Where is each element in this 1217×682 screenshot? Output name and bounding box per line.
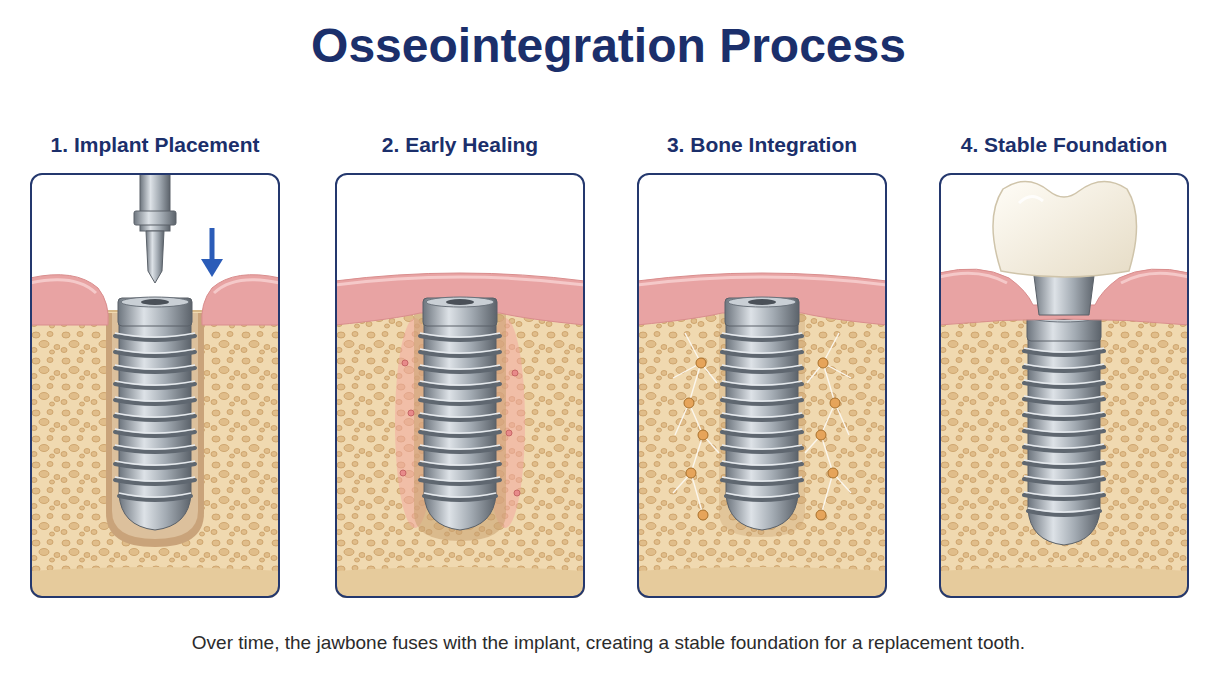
early-healing-illustration (335, 173, 585, 598)
panel-heading: 3. Bone Integration (609, 133, 915, 157)
bone-integration-illustration (637, 173, 887, 598)
panel-box: 2. Early Healing (335, 173, 585, 598)
panel-heading: 1. Implant Placement (2, 133, 308, 157)
panel-box: 3. Bone Integration (637, 173, 887, 598)
panel-heading: 2. Early Healing (307, 133, 613, 157)
diagram-title: Osseointegration Process (0, 18, 1217, 73)
panel-art (30, 173, 280, 598)
panel-heading: 4. Stable Foundation (911, 133, 1217, 157)
panel-box: 4. Stable Foundation (939, 173, 1189, 598)
panel-box: 1. Implant Placement (30, 173, 280, 598)
panel-art (335, 173, 585, 598)
diagram-caption: Over time, the jawbone fuses with the im… (0, 632, 1217, 654)
stable-foundation-illustration (939, 173, 1189, 598)
panel-art (637, 173, 887, 598)
implant-placement-illustration (30, 173, 280, 598)
panel-art (939, 173, 1189, 598)
